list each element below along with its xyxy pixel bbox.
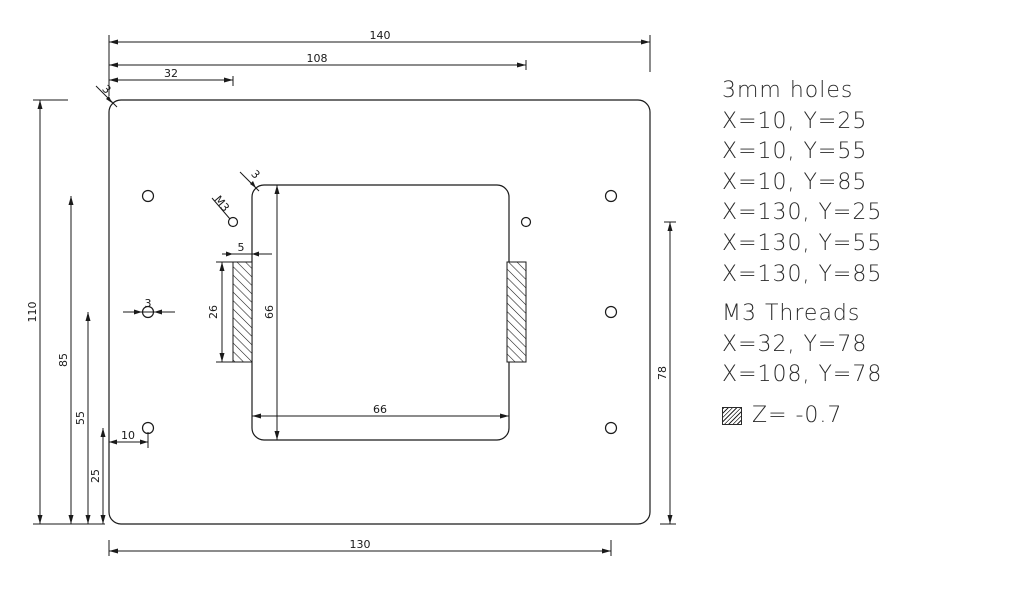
dim-thread-y78: 78 [656, 366, 669, 380]
dim-pad-height: 26 [207, 305, 220, 319]
recess-pad-right [506, 261, 527, 363]
legend-label: Z= -0.7 [752, 402, 843, 428]
dim-hole-diameter: 3 [145, 297, 152, 310]
hole-x130-y55 [604, 305, 618, 319]
dim-left-thread-x: 32 [164, 67, 178, 80]
dim-hole-x10: 10 [121, 429, 135, 442]
recess-pad-left [232, 261, 253, 363]
holes-title: 3mm holes [722, 78, 854, 103]
hole-x10-y25 [141, 421, 155, 435]
dim-total-height: 110 [26, 302, 39, 323]
dim-hole-x130: 130 [350, 538, 371, 551]
hole-coord: X=130, Y=25 [722, 200, 883, 226]
dim-total-width: 140 [370, 29, 391, 42]
hole-coord: X=10, Y=55 [722, 139, 868, 165]
dim-hole-y55: 55 [74, 411, 87, 425]
thread-x108-y78 [520, 216, 532, 228]
dim-thread-label: M3 [211, 193, 232, 214]
hole-coord: X=130, Y=85 [722, 261, 883, 287]
hatch-swatch-icon [722, 407, 742, 426]
inner-window [251, 184, 510, 441]
dim-corner-radius: 3 [99, 82, 113, 96]
hole-x10-y85 [141, 189, 155, 203]
hole-coord: X=10, Y=85 [722, 169, 868, 195]
dim-hole-y85: 85 [57, 353, 70, 367]
hole-x130-y25 [604, 421, 618, 435]
legend: Z= -0.7 [722, 401, 882, 432]
hole-coord: X=130, Y=55 [722, 230, 883, 256]
plate-outline [108, 99, 651, 525]
dim-right-thread-x: 108 [307, 52, 328, 65]
dim-window-height: 66 [263, 305, 276, 319]
thread-coord: X=32, Y=78 [722, 331, 868, 357]
hole-coord: X=10, Y=25 [722, 108, 868, 134]
notes-panel: 3mm holes X=10, Y=25 X=10, Y=55 X=10, Y=… [722, 76, 882, 432]
threads-title: M3 Threads [722, 301, 861, 327]
dim-pad-width: 5 [238, 241, 245, 254]
dim-hole-y25: 25 [89, 469, 102, 483]
dim-inner-radius: 3 [248, 167, 262, 181]
thread-x32-y78 [227, 216, 239, 228]
hole-x130-y85 [604, 189, 618, 203]
thread-coord: X=108, Y=78 [722, 362, 883, 388]
dim-window-width: 66 [373, 403, 387, 416]
